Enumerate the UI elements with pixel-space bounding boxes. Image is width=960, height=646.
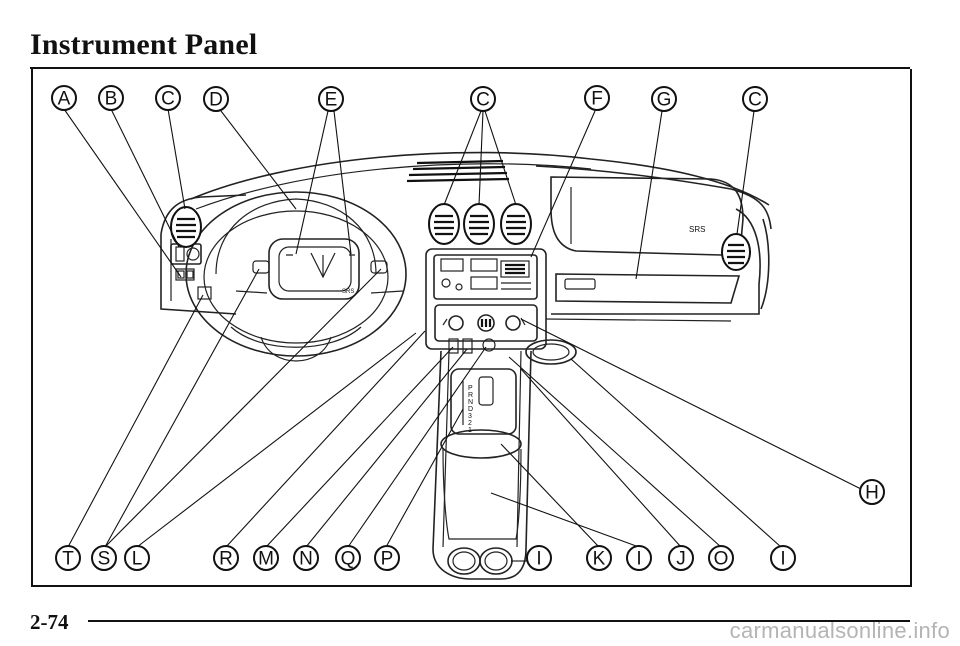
figure-frame [31, 69, 912, 587]
callout-r: R [213, 545, 239, 571]
callout-i-console: I [526, 545, 552, 571]
svg-text:B: B [105, 89, 118, 110]
svg-text:D: D [209, 90, 223, 111]
svg-text:Q: Q [341, 549, 356, 570]
callout-c-center: C [470, 86, 496, 112]
shifter-letter: 1 [468, 427, 472, 434]
svg-text:J: J [676, 549, 686, 570]
shifter-letters: P R N D 3 2 1 [468, 385, 473, 434]
svg-text:M: M [258, 549, 274, 570]
shifter-letter: 2 [468, 420, 472, 427]
svg-text:C: C [161, 89, 175, 110]
callout-c: C [155, 85, 181, 111]
svg-text:I: I [780, 549, 785, 570]
svg-text:E: E [325, 90, 338, 111]
shifter-letter: P [468, 385, 473, 392]
callout-t: T [55, 545, 81, 571]
svg-text:T: T [62, 549, 74, 570]
callout-g: G [651, 86, 677, 112]
callout-o: O [708, 545, 734, 571]
shifter-letter: D [468, 406, 473, 413]
title-rule [30, 67, 910, 69]
svg-text:R: R [219, 549, 233, 570]
callout-i-right: I [770, 545, 796, 571]
page-title: Instrument Panel [30, 28, 258, 61]
svg-text:I: I [536, 549, 541, 570]
shifter-letter: 3 [468, 413, 472, 420]
svg-text:O: O [714, 549, 729, 570]
svg-text:K: K [593, 549, 606, 570]
svg-text:N: N [299, 549, 313, 570]
page-number: 2-74 [30, 610, 69, 634]
callout-letters: A B C D E C F G C H T S L R M N Q P I K … [51, 85, 885, 571]
svg-text:G: G [657, 90, 672, 111]
watermark: carmanualsonline.info [729, 618, 950, 643]
callout-k: K [586, 545, 612, 571]
shifter-letter: N [468, 399, 473, 406]
svg-text:I: I [636, 549, 641, 570]
callout-c-right: C [742, 86, 768, 112]
svg-text:L: L [132, 549, 143, 570]
svg-text:F: F [591, 89, 603, 110]
svg-text:S: S [98, 549, 111, 570]
svg-text:P: P [381, 549, 394, 570]
svg-text:C: C [476, 90, 490, 111]
callout-h: H [859, 479, 885, 505]
callout-d: D [203, 86, 229, 112]
svg-text:A: A [58, 89, 71, 110]
air-vents [170, 203, 751, 271]
callout-m: M [253, 545, 279, 571]
callout-e: E [318, 86, 344, 112]
callout-q: Q [335, 545, 361, 571]
srs-label-airbag: SRS [689, 225, 705, 234]
srs-label-wheel: SRS [342, 289, 354, 295]
callout-p: P [374, 545, 400, 571]
leader-lines [63, 108, 862, 562]
footer-rule [88, 620, 910, 622]
callout-j: J [668, 545, 694, 571]
callout-a: A [51, 85, 77, 111]
svg-text:H: H [865, 483, 879, 504]
svg-text:C: C [748, 90, 762, 111]
callout-b: B [98, 85, 124, 111]
instrument-panel-diagram: SRS SRS P R N D 3 2 1 [51, 85, 885, 580]
callout-i-middle: I [626, 545, 652, 571]
dashboard-outline [160, 151, 772, 580]
callout-f: F [584, 85, 610, 111]
shifter-letter: R [468, 392, 473, 399]
callout-n: N [293, 545, 319, 571]
callout-l: L [124, 545, 150, 571]
callout-s: S [91, 545, 117, 571]
